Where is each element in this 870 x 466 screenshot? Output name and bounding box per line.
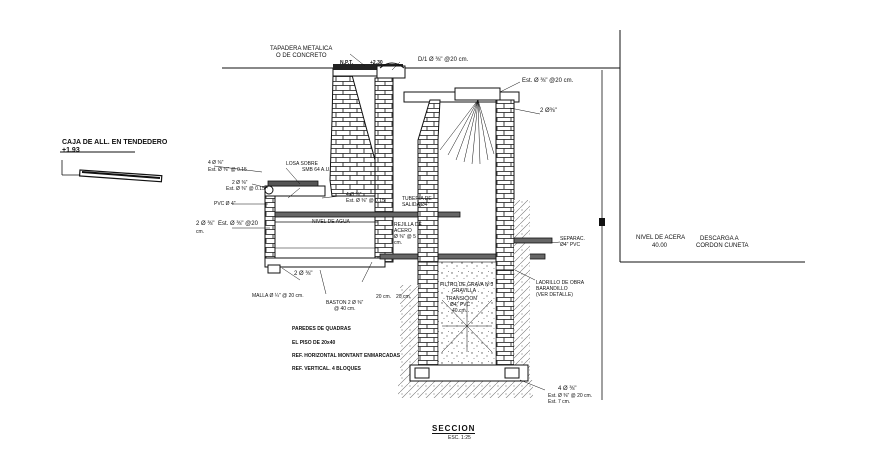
rebar-right-label: Est. Ø ⅜" @20 cm. — [522, 78, 574, 84]
rebar-wall-a: 2 Ø ⅜" — [196, 221, 215, 227]
note-3: REF. HORIZONTAL MONTANT ENMARCADAS — [292, 353, 401, 359]
filter-lid — [454, 87, 501, 101]
malla-label: MALLA Ø ¼" @ 20 cm. — [252, 293, 304, 299]
caja-level: +1.93 — [62, 147, 80, 154]
filter-diamond — [441, 299, 493, 353]
base-pipe-right — [504, 367, 520, 379]
rebar-floor-label: 2 Ø ⅜" — [294, 271, 313, 277]
tapadera-label-2: O DE CONCRETO — [276, 53, 327, 59]
rebar-mid-b: Est. Ø ⅜" @ 0.15 — [346, 198, 385, 204]
filtro-label-1: FILTRO DE GRAVA Nº3 — [440, 282, 494, 288]
npt-label: N.P.T. — [340, 60, 353, 66]
filter-left-lower-wall — [417, 261, 439, 381]
separ-label-1: SEPARAC. — [560, 236, 585, 242]
ladrillo-label-1: LADRILLO DE OBRA — [536, 280, 585, 286]
caja-pipe-hatch — [81, 171, 161, 179]
base-slab — [409, 364, 529, 382]
npt-level: +2.30 — [370, 60, 383, 66]
rebar-left-a: 4 Ø ⅜" — [208, 160, 224, 166]
losa-label-1: LOSA SOBRE — [286, 161, 318, 167]
inlet-box-top-slab — [264, 185, 326, 197]
rebar-left-c: 2 Ø ⅜" — [232, 180, 248, 186]
ducto-label-2: SALIDA Ø4" — [402, 202, 430, 208]
ladrillo-label-2: BARANDILLO — [536, 286, 568, 292]
filter-inner-left-wall — [417, 99, 441, 263]
ducto-label-1: TUBERIA DE — [402, 196, 432, 202]
tapadera-label-1: TAPADERA METALICA — [270, 46, 333, 52]
pvc-left-label: PVC Ø 4" — [214, 201, 236, 207]
lower-cross-pipe — [379, 253, 546, 260]
separ-label-2: Ø4" PVC — [560, 242, 581, 248]
dim-20-a: 20 cm. — [376, 294, 392, 300]
nivel-acera-value: 40.00 — [652, 243, 668, 249]
reja-label-2: ACERO — [394, 228, 412, 234]
reja-label-1: REJILLA DE — [394, 222, 422, 228]
rebar-left-b: Est. Ø ⅜" @ 0.15 — [208, 167, 247, 173]
earth-right — [514, 200, 530, 397]
height-dimension-tag — [599, 218, 605, 226]
filtro-label-2: GRAVILLA — [452, 288, 477, 294]
inlet-pipe-top — [267, 180, 319, 187]
section-title: SECCION — [432, 424, 476, 434]
descarga-label-1: DESCARGA A — [700, 236, 739, 242]
filter-right-lower-wall — [495, 269, 515, 381]
filter-fan-lines — [439, 99, 495, 165]
leader-lines — [213, 53, 561, 391]
rebar-mid-a: 4 Ø ⅜" — [346, 192, 362, 198]
reja-label-3: Ø ⅜" @ 5 — [394, 234, 416, 240]
ladrillo-label-3: (VER DETALLE) — [536, 292, 573, 298]
filter-right-wall — [495, 99, 515, 276]
two-d-label: 2 Ø⅜" — [540, 108, 557, 114]
rebar-bottom-b: Est. Ø ⅜" @ 20 cm. — [548, 393, 593, 399]
dim-20-b: 20 cm. — [396, 294, 412, 300]
rebar-bottom-a: 4 Ø ⅜" — [558, 386, 577, 392]
outlet-pipe — [513, 237, 553, 244]
top-cover-right — [376, 65, 406, 79]
rebar-top-label: D/1 Ø ⅜" @20 cm. — [418, 57, 469, 63]
note-4: REF. VERTICAL. 4 BLOQUES — [292, 366, 361, 372]
losa-label-2: SMB 64 A.U. — [302, 167, 331, 173]
cm-label: cm. — [196, 229, 205, 235]
baston-label-1: BASTON 2 Ø ⅜" — [326, 300, 364, 306]
inlet-box-bottom-pipe-end — [267, 264, 281, 274]
transicion-label-2: Ø4" PVC — [450, 302, 471, 308]
transicion-label-1: TRANSICION — [446, 296, 477, 302]
rebar-wall-b: Est. Ø ⅜" @20 — [218, 221, 258, 227]
descarga-label-2: CORDON CUNETA — [696, 243, 749, 249]
base-pipe-left — [414, 367, 430, 379]
note-1: PAREDES DE QUADRAS — [292, 326, 351, 332]
rebar-left-d: Est. Ø ⅜" @ 0.15 — [226, 186, 265, 192]
inlet-box-floor — [264, 257, 386, 268]
baston-label-2: @ 40 cm. — [334, 306, 356, 312]
earth-bottom — [398, 380, 533, 398]
inlet-box-left-wall — [264, 195, 276, 262]
top-cover-left — [333, 64, 403, 70]
note-2: EL PISO DE 20x40 — [292, 340, 336, 346]
nivel-agua-label: NIVEL DE AGUA — [312, 219, 350, 225]
rebar-bottom-c: Est. 7 cm. — [548, 399, 571, 405]
reja-label-4: cm. — [394, 240, 403, 246]
transicion-label-3: 40 cm. — [452, 308, 468, 314]
section-scale: ESC. 1:25 — [448, 435, 471, 441]
central-wall — [374, 77, 394, 263]
top-cover-arc — [379, 62, 405, 69]
inlet-pipe-end — [264, 185, 274, 195]
nivel-acera-label: NIVEL DE ACERA — [636, 235, 686, 241]
upper-cross-pipe — [274, 211, 461, 218]
left-inclined-wall — [329, 74, 376, 197]
caja-title: CAJA DE ALL. EN TENDEDERO — [62, 139, 168, 146]
